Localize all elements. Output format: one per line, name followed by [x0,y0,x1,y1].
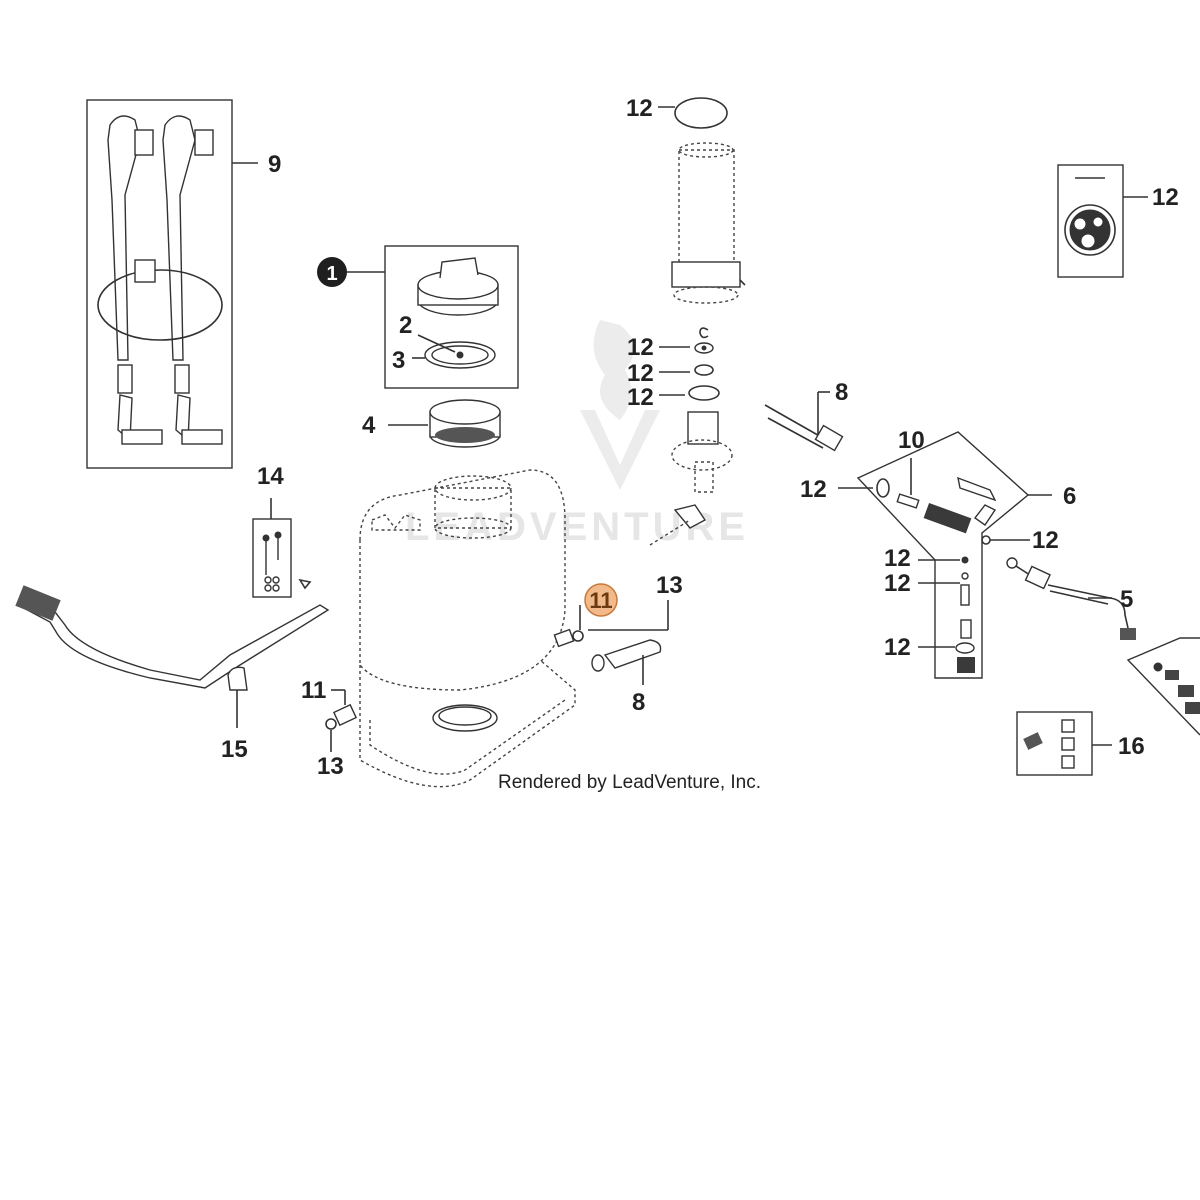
hose-upper [764,391,844,452]
callout-10[interactable]: 10 [898,427,925,454]
callout-11-lower[interactable]: 11 [301,677,326,704]
callout-12-handle-e[interactable]: 12 [884,634,911,661]
callout-4[interactable]: 4 [362,412,376,439]
callout-12-handle-b[interactable]: 12 [1032,527,1059,554]
plug-parts [325,689,358,752]
callout-12-pump-c[interactable]: 12 [627,384,654,411]
callout-8-upper[interactable]: 8 [835,379,848,406]
callout-1[interactable]: 1 [326,263,337,285]
cap-assembly [346,245,519,389]
callout-12-handle-a[interactable]: 12 [800,476,827,503]
callout-13-outlet[interactable]: 13 [656,572,683,599]
callout-5[interactable]: 5 [1120,586,1133,613]
callout-11-highlight [584,583,618,617]
callout-12-pump-b[interactable]: 12 [627,360,654,387]
credit-text: Rendered by LeadVenture, Inc. [498,772,761,793]
tank-outlet-parts [553,600,669,685]
callout-9[interactable]: 9 [268,151,281,178]
callout-12-handle-d[interactable]: 12 [884,570,911,597]
hardware-kit [252,498,312,598]
tank [359,469,576,788]
callout-13-lower[interactable]: 13 [317,753,344,780]
strainer [388,399,501,448]
callout-2[interactable]: 2 [399,312,412,339]
callout-16[interactable]: 16 [1118,733,1145,760]
pump-cylinder [658,97,746,304]
callout-8-lower[interactable]: 8 [632,689,645,716]
nozzle-set [1016,711,1112,776]
handle-assembly [838,431,1052,679]
callout-12-oring-top[interactable]: 12 [626,95,653,122]
pump-handle [15,585,330,728]
pump-small-parts [649,327,733,546]
wand [1006,557,1136,640]
callout-1-marker [317,257,347,287]
callout-12-handle-c[interactable]: 12 [884,545,911,572]
callout-6[interactable]: 6 [1063,483,1076,510]
gasket-kit [1057,164,1148,278]
callout-12-kit[interactable]: 12 [1152,184,1179,211]
callout-3[interactable]: 3 [392,347,405,374]
callout-14[interactable]: 14 [257,463,284,490]
callout-11-highlighted[interactable]: 11 [589,588,612,613]
callout-12-pump-a[interactable]: 12 [627,334,654,361]
nozzle-kit [1126,637,1200,736]
straps-assembly [86,99,258,469]
callout-15[interactable]: 15 [221,736,248,763]
